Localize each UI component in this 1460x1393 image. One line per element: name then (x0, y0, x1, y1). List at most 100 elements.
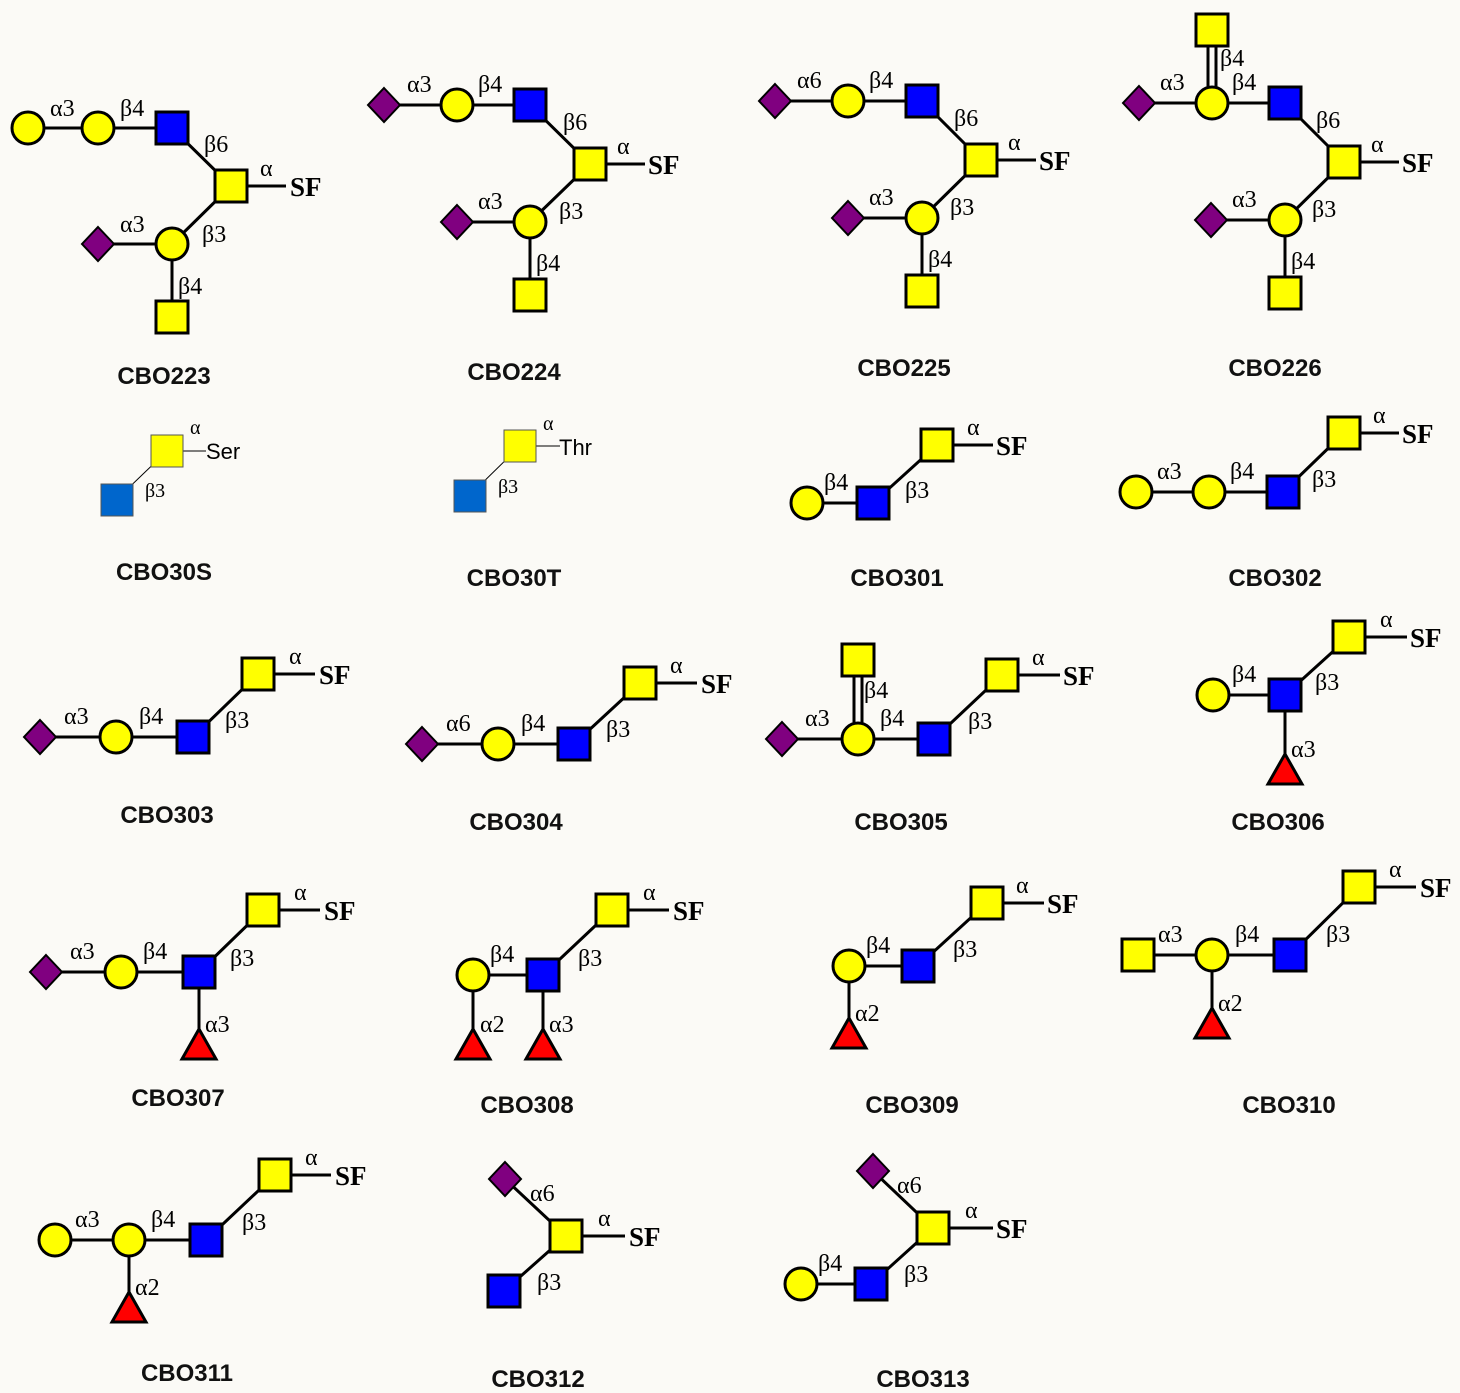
galnac-icon (919, 427, 955, 463)
galactose-icon (154, 226, 190, 262)
glycan-CBO30T: α Thr β3 (453, 413, 592, 513)
glycan-CBO305: α β4 SF α3 β4 β3 (764, 642, 1095, 758)
linkage-label: β4 (880, 706, 904, 732)
linkage-label: α3 (205, 1012, 230, 1038)
linkage-label: β3 (606, 717, 630, 743)
galactose-icon (111, 1222, 147, 1258)
fucose-icon (109, 1288, 149, 1324)
structure-name: CBO303 (120, 802, 214, 829)
structure-name: CBO30S (115, 559, 213, 586)
structure-name: CBO304 (469, 809, 563, 836)
structure-name: CBO226 (1228, 355, 1322, 382)
galnac-icon (245, 892, 281, 928)
linkage-label: α (1371, 132, 1384, 158)
galactose-icon (1267, 202, 1303, 238)
structure-name: CBO225 (857, 355, 951, 382)
linkage-label: α (967, 415, 980, 441)
glycan-CBO309: α SF β4 β3 α2 (829, 873, 1079, 1050)
aglycone-label: SF (319, 660, 351, 690)
linkage-label: β3 (498, 476, 518, 498)
galnac-icon (1120, 937, 1156, 973)
linkage-label: α3 (805, 706, 830, 732)
glcnac-icon (525, 957, 561, 993)
structure-name: CBO307 (131, 1085, 225, 1112)
linkage-label: α2 (480, 1012, 505, 1038)
glycan-CBO311: α SF α3 β4 β3 α2 (37, 1145, 367, 1324)
galactose-icon (1191, 474, 1227, 510)
linkage-label: α2 (135, 1275, 160, 1301)
linkage-label: α3 (1158, 922, 1183, 948)
galactose-icon (830, 83, 866, 119)
structure-name: CBO306 (1231, 809, 1325, 836)
galnac-icon (213, 168, 249, 204)
glcnac-icon (175, 719, 211, 755)
aglycone-label: SF (673, 896, 705, 926)
linkage-label: β3 (904, 1262, 928, 1288)
galnac-icon (150, 434, 184, 468)
galactose-icon (789, 485, 825, 521)
glycan-CBO226: β4 α3 β4 β6 α SF α3 β3 β4 (1121, 12, 1434, 311)
fucose-icon (829, 1014, 869, 1050)
galactose-icon (1118, 474, 1154, 510)
linkage-label: β3 (950, 195, 974, 221)
linkage-label: β6 (1316, 108, 1340, 134)
linkage-label: β3 (202, 222, 226, 248)
glcnac-icon (855, 485, 891, 521)
aglycone-label: SF (996, 1214, 1028, 1244)
linkage-label: α6 (530, 1181, 555, 1207)
galnac-icon (594, 892, 630, 928)
linkage-label: β3 (1312, 467, 1336, 493)
aglycone-label: SF (1063, 661, 1095, 691)
linkage-label: α3 (1232, 187, 1257, 213)
galnac-icon (1194, 12, 1230, 48)
aglycone-label: SF (324, 896, 356, 926)
galactose-icon (1194, 937, 1230, 973)
neu5ac-icon (1121, 84, 1157, 122)
fucose-icon (453, 1025, 493, 1061)
aglycone-label: Thr (559, 435, 592, 460)
linkage-label: β4 (1232, 70, 1256, 96)
linkage-label: α (1016, 873, 1029, 899)
galnac-icon (840, 642, 876, 678)
galnac-icon (969, 885, 1005, 921)
structure-name: CBO313 (876, 1366, 970, 1393)
neu5ac-icon (80, 225, 116, 263)
linkage-label: α3 (1291, 737, 1316, 763)
linkage-label: β3 (1312, 197, 1336, 223)
linkage-label: β3 (578, 946, 602, 972)
linkage-label: β3 (1315, 670, 1339, 696)
linkage-label: α3 (1157, 459, 1182, 485)
galnac-icon (984, 657, 1020, 693)
aglycone-label: SF (335, 1161, 367, 1191)
linkage-label: α (1380, 607, 1393, 633)
glycan-CBO223: α3 β4 β6 α SF α3 β3 β4 (10, 96, 322, 335)
linkage-label: α3 (549, 1012, 574, 1038)
linkage-label: α3 (120, 212, 145, 238)
linkage-label: β6 (954, 106, 978, 132)
linkage-label: β4 (864, 678, 888, 704)
linkage-label: α3 (70, 939, 95, 965)
linkage-label: β4 (818, 1251, 842, 1277)
glcnac-icon (853, 1266, 889, 1302)
aglycone-label: SF (629, 1222, 661, 1252)
linkage-label: β4 (490, 942, 514, 968)
galnac-icon (548, 1218, 584, 1254)
aglycone-label: SF (1047, 889, 1079, 919)
linkage-label: α (305, 1145, 318, 1171)
linkage-label: β4 (869, 68, 893, 94)
glcnac-icon (1267, 677, 1303, 713)
glycan-CBO304: α SF α6 β4 β3 (404, 653, 733, 763)
glycan-CBO30S: α Ser β3 (100, 417, 240, 517)
linkage-label: β4 (536, 251, 560, 277)
linkage-label: α6 (797, 68, 822, 94)
galactose-icon (512, 204, 548, 240)
linkage-label: β4 (143, 939, 167, 965)
galnac-icon (1341, 869, 1377, 905)
aglycone-label: SF (1410, 623, 1442, 653)
structure-name: CBO310 (1242, 1092, 1336, 1119)
neu5ac-icon (764, 720, 800, 758)
glcnac-icon (900, 948, 936, 984)
galactose-icon (1195, 677, 1231, 713)
galnac-icon (503, 429, 537, 463)
linkage-label: α3 (478, 189, 503, 215)
